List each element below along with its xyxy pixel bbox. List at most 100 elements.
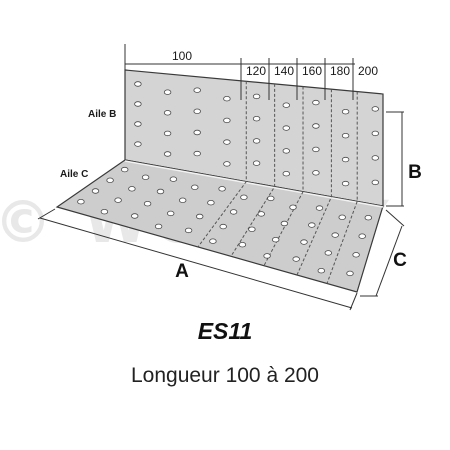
flange-b-hole (223, 161, 231, 167)
flange-c-hole (257, 211, 265, 217)
flange-c-hole (166, 210, 175, 217)
cut-line (230, 83, 276, 257)
dimension-c-ext-top (385, 209, 405, 227)
flange-c-hole (248, 226, 256, 232)
flange-c-hole (272, 236, 280, 243)
flange-b-hole (134, 81, 142, 87)
flange-b-hole (134, 121, 142, 127)
flange-b-hole (134, 141, 142, 147)
flange-b-hole (163, 130, 172, 137)
flange-b-hole (223, 117, 231, 124)
flange-c-hole (280, 220, 289, 227)
flange-c-hole (238, 241, 247, 248)
flange-b-hole (341, 132, 350, 139)
dimension-b: B (386, 111, 422, 207)
dimension-c-line (375, 225, 403, 297)
flange-b-hole (223, 95, 231, 102)
dimension-b-label: B (408, 162, 422, 183)
flange-c-hole (352, 252, 360, 258)
product-subtitle: Longueur 100 à 200 (130, 364, 319, 387)
flange-c-hole (207, 199, 215, 206)
flange-c-hole (141, 174, 150, 180)
flange-b-hole (193, 87, 201, 93)
flange-b-hole (371, 130, 379, 137)
flange-c-hole (346, 270, 354, 277)
flange-c-hole (240, 194, 248, 200)
flange-c-hole (154, 223, 163, 230)
length-label-160: 160 (302, 64, 322, 78)
flange-b-hole (193, 150, 201, 157)
cut-line (197, 81, 247, 248)
length-label-100: 100 (172, 49, 192, 63)
flange-b-hole (134, 101, 142, 107)
dimension-a-ext-left (37, 208, 56, 220)
flange-c-hole (289, 204, 297, 210)
flange-b-hole (163, 110, 172, 116)
length-label-120: 120 (246, 64, 266, 78)
hole-pattern (77, 81, 379, 277)
flange-b-hole (223, 139, 231, 145)
flange-c-hole (358, 233, 366, 239)
flange-b-label: Aile B (88, 109, 116, 120)
dimension-a-ext-right (349, 292, 358, 311)
flange-b-hole (341, 108, 350, 115)
flange-c-hole (91, 188, 100, 194)
flange-c-hole (308, 222, 316, 228)
flange-c-hole (317, 268, 325, 274)
product-title: ES11 (197, 318, 253, 344)
flange-c-hole (100, 208, 109, 215)
flange-c-hole (130, 213, 139, 219)
flange-c-hole (114, 197, 122, 203)
flange-b-hole (163, 89, 172, 95)
dimension-a-label: A (175, 261, 189, 282)
flange-c-hole (195, 213, 204, 220)
flange-c-hole (191, 184, 199, 190)
flange-c-hole (324, 250, 332, 256)
flange-b-hole (163, 151, 172, 157)
flange-b-hole (252, 115, 261, 122)
flange-c-hole (184, 227, 193, 234)
flange-b-hole (341, 156, 350, 163)
flange-c-label: Aile C (60, 169, 88, 180)
dimension-c-label: C (393, 250, 407, 271)
flange-c-hole (267, 195, 275, 202)
flange-c-hole (300, 239, 308, 245)
flange-c-hole (106, 177, 114, 183)
dimension-a-line (39, 217, 353, 309)
flange-c-hole (128, 186, 136, 192)
flange-c-hole (120, 166, 129, 173)
flange-b-hole (252, 160, 261, 166)
cut-line (326, 91, 358, 284)
flange-c-hole (292, 256, 300, 262)
flange-b-hole (282, 102, 290, 108)
flange-c-hole (156, 188, 165, 195)
flange-c-hole (178, 197, 187, 203)
dimension-a: A (37, 208, 358, 311)
length-label-140: 140 (274, 64, 294, 78)
flange-b-hole (371, 155, 379, 161)
flange-c-hole (219, 223, 227, 230)
flange-c-hole (229, 209, 238, 215)
flange-b-hole (312, 146, 320, 153)
flange-b-hole (282, 148, 290, 154)
flange-b-hole (312, 99, 320, 106)
flange-c-hole (218, 186, 226, 192)
length-label-180: 180 (330, 64, 350, 78)
flange-c-hole (143, 200, 152, 207)
flange-c-hole (338, 214, 346, 220)
flange-b-hole (371, 106, 379, 112)
flange-c-hole (169, 176, 178, 182)
flange-c-hole (209, 238, 217, 244)
flange-b-hole (341, 180, 350, 187)
flange-b-hole (282, 170, 290, 177)
flange-b-hole (312, 123, 320, 129)
flange-b-hole (312, 170, 320, 176)
flange-c-hole (364, 214, 372, 221)
flange-c-hole (331, 232, 339, 238)
length-label-200: 200 (358, 64, 378, 78)
flange-c-hole (263, 253, 271, 259)
dimension-c: C (360, 209, 407, 297)
flange-b-hole (252, 93, 261, 100)
length-dimension: 100 120 140 160 180 200 (124, 44, 378, 100)
flange-c-hole (315, 205, 324, 211)
